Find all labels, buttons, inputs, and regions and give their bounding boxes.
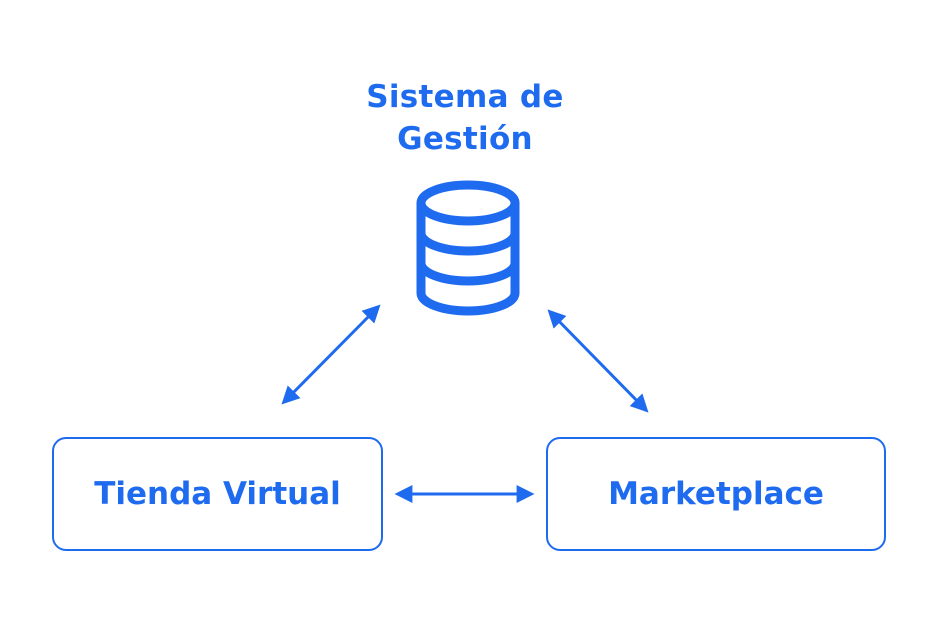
arrow-hub-to-marketplace bbox=[547, 309, 649, 413]
database-icon bbox=[416, 180, 520, 316]
hub-title-line2: Gestión bbox=[397, 121, 533, 157]
hub-title-line1: Sistema de bbox=[366, 79, 564, 115]
marketplace-label: Marketplace bbox=[608, 476, 824, 512]
tienda-virtual-box: Tienda Virtual bbox=[52, 437, 383, 551]
arrow-hub-to-tienda bbox=[281, 304, 381, 405]
marketplace-box: Marketplace bbox=[546, 437, 886, 551]
tienda-virtual-label: Tienda Virtual bbox=[94, 476, 341, 512]
hub-title: Sistema de Gestión bbox=[0, 76, 930, 160]
